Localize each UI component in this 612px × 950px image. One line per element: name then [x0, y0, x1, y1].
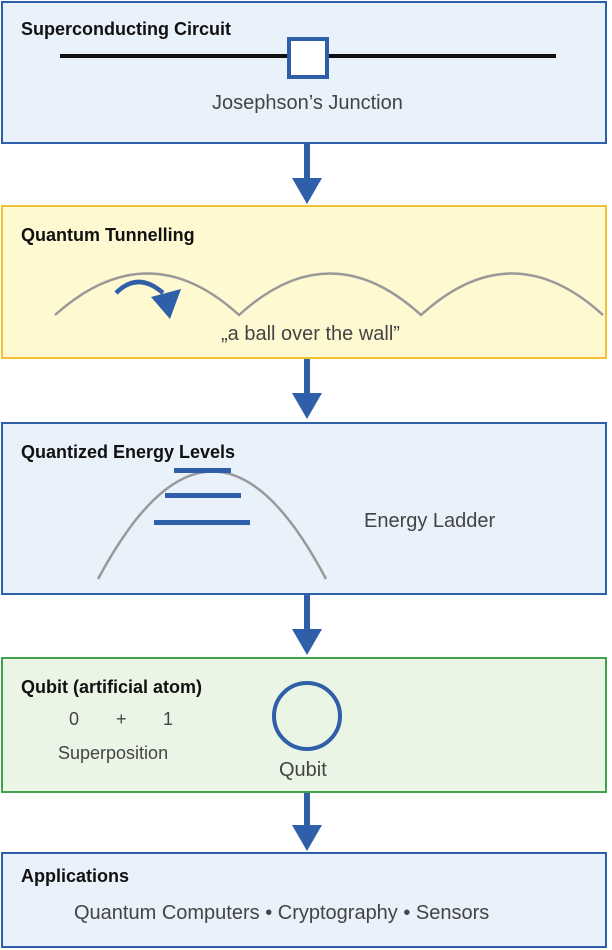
- quantized-energy-levels-title: Quantized Energy Levels: [21, 442, 236, 462]
- applications-list: Quantum Computers • Cryptography • Senso…: [74, 902, 490, 924]
- potential-barrier-curve: [54, 272, 604, 317]
- josephson-junction-label: Josephson’s Junction: [212, 92, 403, 114]
- tunnelling-arrow-head-icon: [151, 289, 181, 319]
- energy-ladder-diagram: [96, 468, 328, 580]
- junction-box: [287, 37, 329, 79]
- energy-level-3: [154, 520, 250, 525]
- plus-sign: +: [116, 709, 127, 729]
- tunnelling-arrow-path: [114, 279, 165, 295]
- energy-level-1: [174, 468, 231, 473]
- superconducting-circuit-title: Superconducting Circuit: [21, 19, 232, 39]
- arrow-down-icon: [292, 595, 322, 655]
- qubit-label: Qubit: [279, 759, 327, 781]
- quantized-energy-levels-panel: Quantized Energy Levels Energy Ladder: [1, 422, 607, 595]
- energy-well-curve: [96, 470, 328, 580]
- qubit-circle-icon: [272, 681, 342, 751]
- applications-panel: Applications Quantum Computers • Cryptog…: [1, 852, 607, 948]
- arrow-down-icon: [292, 359, 322, 419]
- superposition-label: Superposition: [58, 743, 169, 763]
- energy-level-2: [165, 493, 241, 498]
- ball-over-wall-label: „a ball over the wall”: [221, 323, 400, 345]
- state-zero: 0: [69, 709, 80, 729]
- energy-ladder-label: Energy Ladder: [364, 510, 496, 532]
- qubit-circle-diagram: [272, 681, 342, 751]
- quantum-tunnelling-panel: Quantum Tunnelling „a ball over the wall…: [1, 205, 607, 359]
- state-one: 1: [163, 709, 174, 729]
- arrow-down-icon: [292, 144, 322, 204]
- qubit-panel: Qubit (artificial atom) 0 + 1 Superposit…: [1, 657, 607, 793]
- quantum-tunnelling-title: Quantum Tunnelling: [21, 225, 195, 245]
- tunnelling-diagram: [54, 272, 604, 319]
- josephson-junction-diagram: [60, 37, 556, 79]
- arrow-down-icon: [292, 793, 322, 851]
- applications-title: Applications: [21, 866, 130, 886]
- qubit-title: Qubit (artificial atom): [21, 677, 203, 697]
- superconducting-circuit-panel: Superconducting Circuit Josephson’s Junc…: [1, 1, 607, 144]
